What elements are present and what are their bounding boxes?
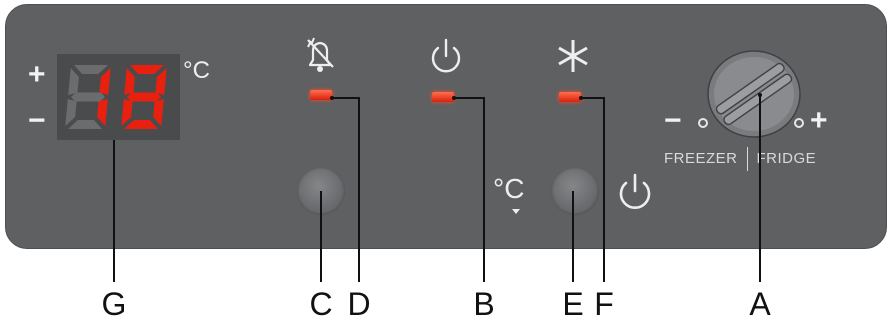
segment-b xyxy=(99,68,111,95)
callout-b: B xyxy=(473,286,495,322)
temperature-button[interactable] xyxy=(551,167,599,215)
callout-f: F xyxy=(594,286,614,322)
callout-e: E xyxy=(562,286,584,322)
segment-a xyxy=(74,65,108,74)
dial-plus-label: + xyxy=(810,104,828,137)
segment-g xyxy=(71,92,105,102)
segment-d xyxy=(124,120,158,129)
power-led xyxy=(432,92,454,102)
segment-d xyxy=(68,120,102,129)
callout-a: A xyxy=(749,286,771,322)
display-plus-label: + xyxy=(28,58,46,91)
segment-b xyxy=(155,68,167,95)
callout-g: G xyxy=(101,286,127,322)
segment-c xyxy=(153,99,164,126)
segment-e xyxy=(121,99,133,126)
fridge-label: FRIDGE xyxy=(756,149,817,167)
digit-1 xyxy=(65,65,111,129)
thermostat-dial[interactable] xyxy=(700,45,810,145)
dial-min-dot xyxy=(698,118,708,128)
segment-g xyxy=(127,92,161,102)
segment-a xyxy=(130,65,164,74)
segment-c xyxy=(97,99,108,126)
segment-e xyxy=(65,99,77,126)
display-minus-label: − xyxy=(28,104,46,137)
power-icon xyxy=(431,38,461,73)
temperature-button-label: °C xyxy=(493,173,525,204)
dial-minus-label: − xyxy=(664,104,682,137)
digit-2 xyxy=(121,65,167,129)
chevron-down-icon xyxy=(512,209,520,214)
dial-labels: FREEZER FRIDGE xyxy=(664,147,816,171)
alarm-led xyxy=(310,90,332,100)
display-unit-label: °C xyxy=(183,57,210,84)
power-button-icon xyxy=(619,173,651,210)
dial-max-dot xyxy=(794,118,804,128)
fastfreeze-led xyxy=(559,92,581,102)
segment-f xyxy=(124,68,135,95)
callout-d: D xyxy=(347,286,371,322)
alarm-off-icon xyxy=(307,37,334,72)
seven-segment-digits xyxy=(65,65,167,129)
snowflake-icon xyxy=(558,40,588,72)
freezer-label: FREEZER xyxy=(664,149,738,167)
label-separator xyxy=(746,147,748,171)
callout-c: C xyxy=(309,286,333,322)
segment-f xyxy=(68,68,79,95)
